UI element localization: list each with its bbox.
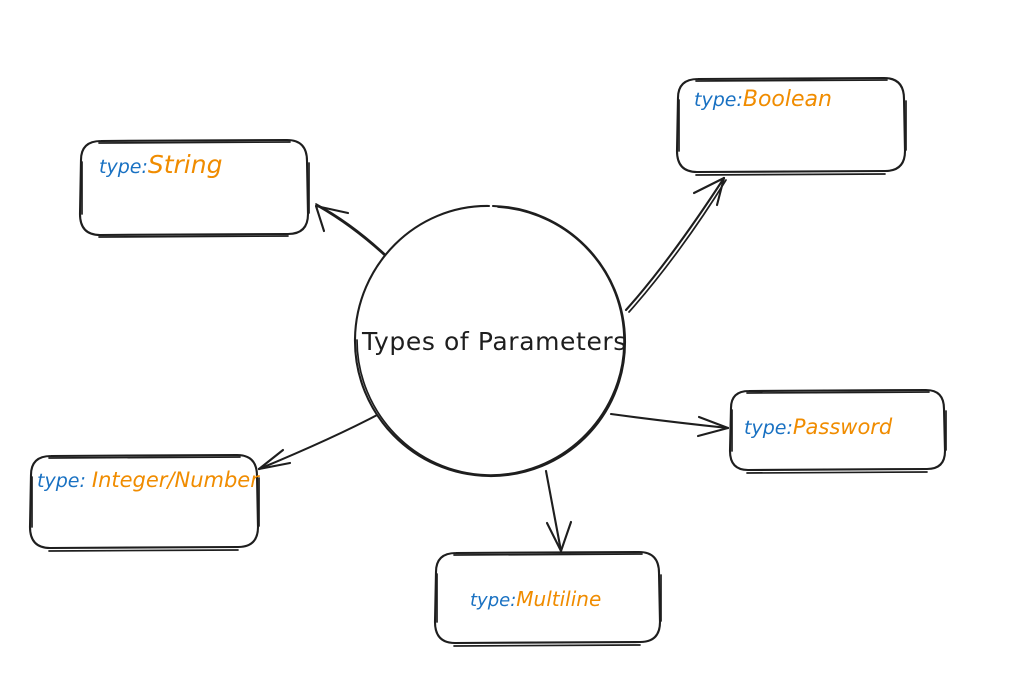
edge-center-to-multiline[interactable] [544, 469, 573, 553]
node-integer-number[interactable] [28, 453, 260, 552]
center-node[interactable] [353, 204, 627, 478]
node-multiline[interactable] [433, 550, 662, 647]
edge-center-to-string[interactable] [314, 203, 394, 264]
node-boolean[interactable] [675, 76, 907, 176]
edge-center-to-password[interactable] [609, 412, 730, 438]
node-string[interactable] [78, 138, 310, 238]
edge-center-to-integer[interactable] [257, 411, 383, 471]
node-password[interactable] [728, 388, 947, 474]
center-node-label: Types of Parameters [362, 327, 627, 356]
edge-center-to-boolean[interactable] [624, 176, 727, 313]
